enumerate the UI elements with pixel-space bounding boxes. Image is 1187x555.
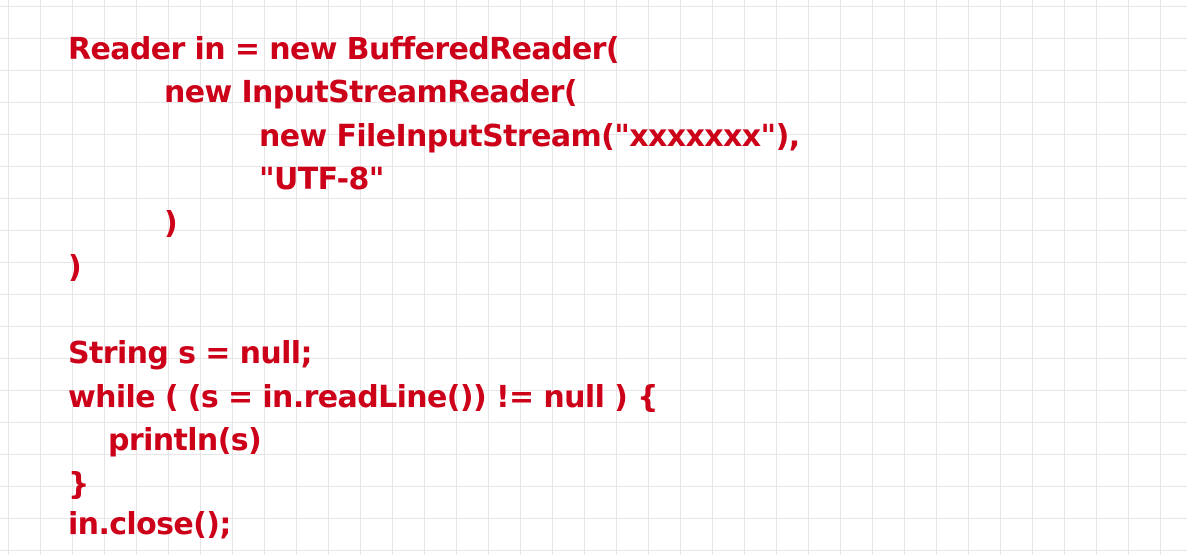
code-line-close-call: in.close(); [68,507,231,542]
code-line-close-brace: } [68,467,89,502]
code-line-input-stream-reader: new InputStreamReader( [164,75,578,110]
code-line-reader-declaration: Reader in = new BufferedReader( [68,32,620,67]
code-line-file-input-stream: new FileInputStream("xxxxxxx"), [259,119,800,154]
code-line-string-declaration: String s = null; [68,336,312,371]
code-line-charset: "UTF-8" [259,162,384,197]
code-line-close-paren-outer: ) [68,250,82,285]
code-line-while-loop: while ( (s = in.readLine()) != null ) { [68,380,658,415]
code-line-close-paren-inner: ) [164,206,178,241]
code-line-println: println(s) [108,423,262,458]
